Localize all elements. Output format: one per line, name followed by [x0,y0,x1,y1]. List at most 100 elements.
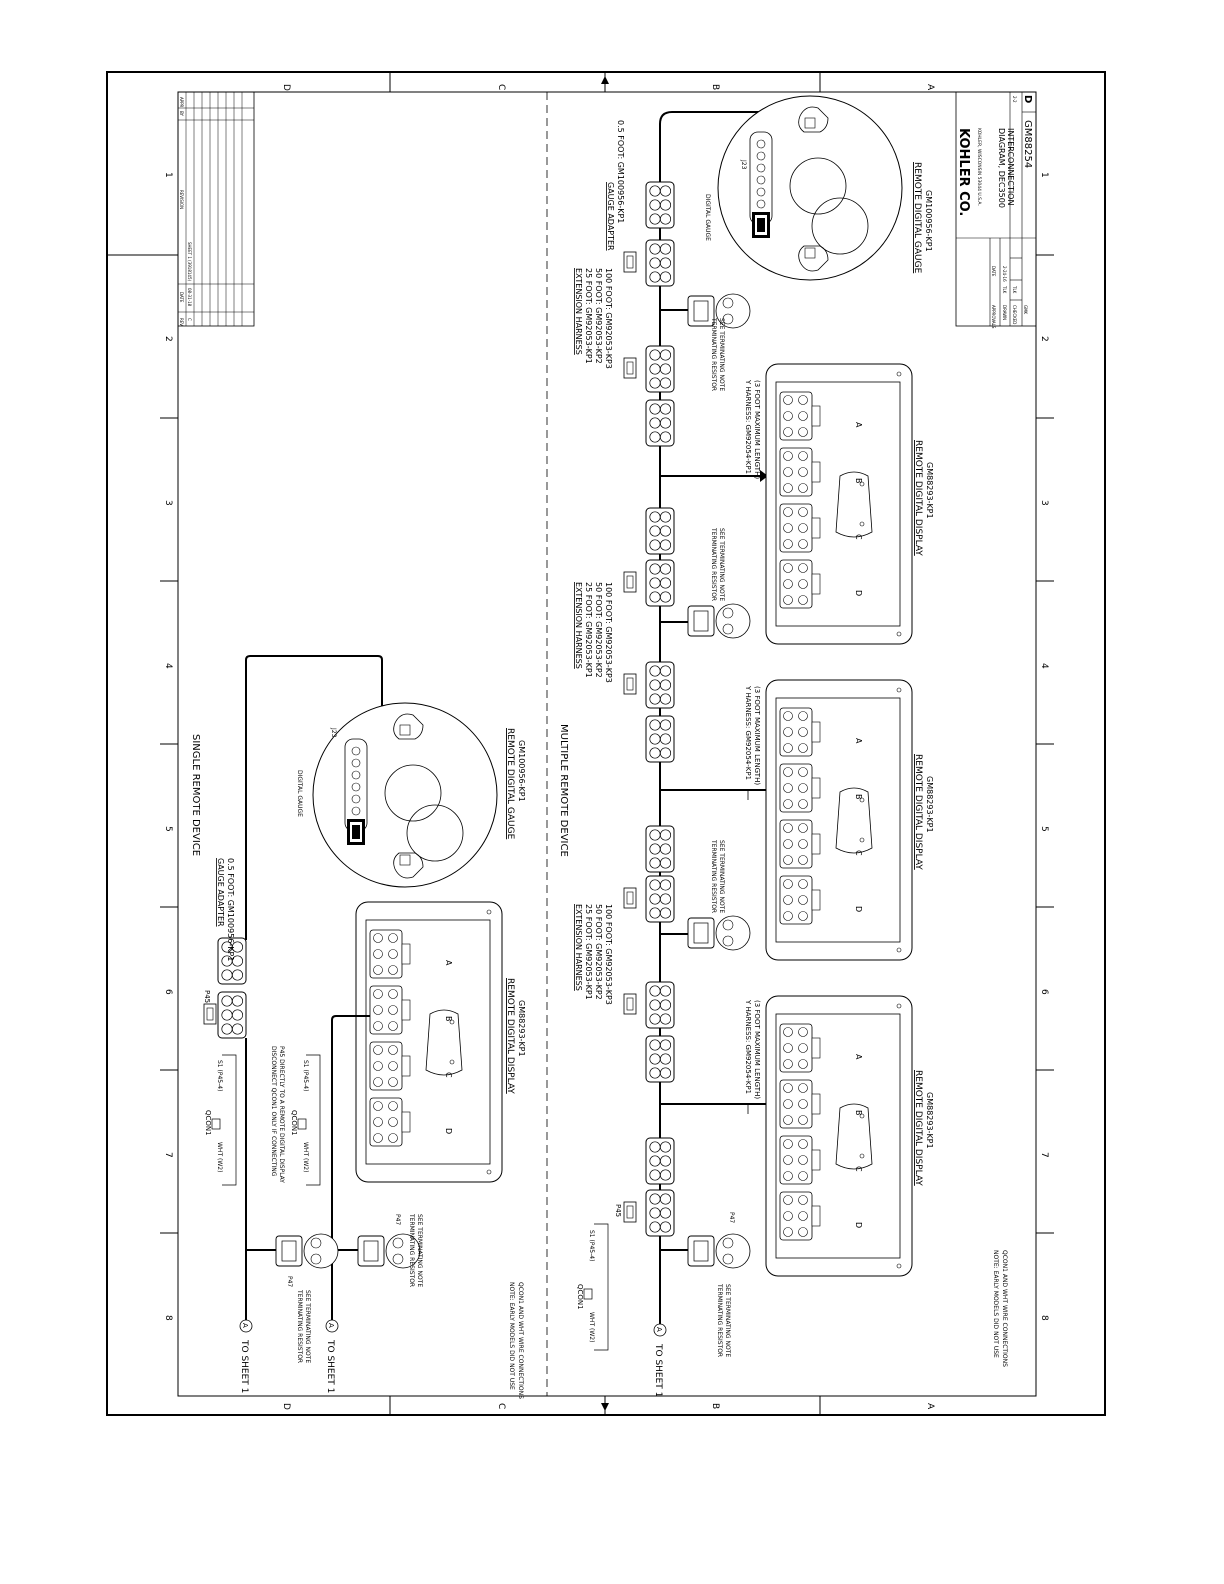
zone-top-c: C [496,84,506,90]
d1-title: REMOTE DIGITAL DISPLAY [913,440,923,556]
single-gauge-adapter-title: GAUGE ADAPTER [216,858,225,927]
single-qcon-label: QCON1 [204,1110,212,1136]
single-remote-device: SINGLE REMOTE DEVICE P45 GAUGE ADAPTER 0… [190,655,526,1399]
multiple-term-res-2b: SEE TERMINATING NOTE [718,528,725,601]
multiple-to-sheet-1: TO SHEET 1 [653,1343,663,1397]
zone-right-3: 3 [1039,500,1049,506]
ext-2-title: EXTENSION HARNESS [574,582,583,669]
p45-label: P45 [203,990,211,1003]
company-name: KOHLER CO. [956,128,971,216]
y-harness-2a: Y HARNESS: GM92054-KP1 [744,685,752,780]
d3-slot-b: B [854,1110,863,1116]
single-note-1: NOTE: EARLY MODELS DID NOT USE [508,1282,515,1390]
zone-right-4: 4 [1039,663,1049,669]
single-to-sheet-2: TO SHEET 1 [325,1339,335,1393]
drawing-number: GM88254 [1022,120,1033,168]
single-p47-label: P47 [286,1276,293,1287]
single-qcon-label-2: QCON1 [290,1110,298,1136]
ext-3-50: 50 FOOT: GM92053-KP2 [594,904,603,1000]
multiple-note-2: QCON1 AND WHT WIRE CONNECTIONS [1001,1250,1008,1367]
rev-header-by: BY [179,111,184,117]
multiple-term-res-2d: SEE TERMINATING NOTE [724,1284,731,1357]
multiple-gauge-title: REMOTE DIGITAL GAUGE [912,162,922,274]
title-block: KOHLER CO. KOHLER, WISCONSIN 53044 U.S.A… [955,91,1037,329]
single-gauge-label: DIGITAL GAUGE [296,770,303,817]
rev-header-revision: REVISION [179,190,184,209]
multiple-term-res-2a: SEE TERMINATING NOTE [718,318,725,391]
company-location: KOHLER, WISCONSIN 53044 U.S.A. [976,128,982,206]
approved-by: GMK [1023,305,1028,315]
revision-block: REV DATE REVISION BY APPR C 08-31-18 SHE… [177,91,255,327]
drawn-by: TLK [1002,285,1007,294]
d1-slot-d: D [854,590,863,596]
ext-2-25: 25 FOOT: GM92053-KP1 [584,582,593,678]
single-note-2: QCON1 AND WHT WIRE CONNECTIONS [517,1282,524,1399]
rev-row-text: SHEET 1 (3918145) [187,242,192,282]
date-label: DATE [991,266,996,277]
multiple-p45-label: P45 [614,1204,622,1217]
rev-row-rev: C [187,318,192,321]
drawing-size: D [1022,95,1033,103]
zone-bottom-a: A [925,1403,935,1410]
ext-3-25: 25 FOOT: GM92053-KP1 [584,904,593,1000]
multiple-gauge-adapter-title: GAUGE ADAPTER [606,182,615,251]
multiple-gauge-label: DIGITAL GAUGE [704,194,711,241]
y-harness-1a: Y HARNESS: GM92054-KP1 [744,379,752,474]
single-term-res-4: SEE TERMINATING NOTE [416,1214,423,1287]
zone-left-5: 5 [163,826,173,832]
zone-bottom-b: B [710,1403,720,1409]
ext-1-100: 100 FOOT: GM92053-KP3 [604,268,613,369]
single-wht-label: WHT (W2) [216,1142,223,1172]
ext-1-title: EXTENSION HARNESS [574,268,583,355]
rev-row-date: 08-31-18 [187,288,192,307]
checked-by: TLK [1012,285,1017,294]
multiple-section-title: MULTIPLE REMOTE DEVICE [558,724,569,857]
single-sheet-marker-1: A [241,1323,249,1328]
single-s1-label-2: S1 (P45-4) [302,1060,309,1091]
y-harness-2b: (3 FOOT MAXIMUM LENGTH) [753,686,761,785]
multiple-term-res-1a: TERMINATING RESISTOR [710,317,717,391]
d3-slot-d: D [854,1222,863,1228]
single-gauge-title: REMOTE DIGITAL GAUGE [505,728,515,840]
d1-slot-b: B [854,478,863,484]
multiple-gauge-adapter-part: 0.5 FOOT: GM100956-KP1 [616,120,625,223]
single-to-sheet-1: TO SHEET 1 [239,1339,249,1393]
multiple-remote-device: MULTIPLE REMOTE DEVICE GAUGE ADAPTER 0.5… [558,95,1008,1397]
approvals-label: APPROVALS [991,305,996,329]
single-p47-label-2: P47 [394,1214,401,1225]
single-disconnect-note-1: DISCONNECT QCON1 ONLY IF CONNECTING [270,1046,277,1177]
sheet-number: 2-2 [1012,96,1017,103]
ext-2-50: 50 FOOT: GM92053-KP2 [594,582,603,678]
zone-right-2: 2 [1039,336,1049,342]
rev-header-appr: APPR [179,97,184,108]
rev-header-date: DATE [179,292,184,303]
d1-slot-a: A [854,422,863,428]
single-gauge-part: GM100956-KP1 [517,740,526,802]
d2-title: REMOTE DIGITAL DISPLAY [913,754,923,870]
single-slot-c: C [444,1072,453,1078]
checked-label: CHECKED [1012,305,1017,324]
d2-slot-d: D [854,906,863,912]
single-term-res-2: SEE TERMINATING NOTE [304,1290,311,1363]
single-display-part: GM88293-KP1 [517,1000,526,1057]
multiple-term-res-2c: SEE TERMINATING NOTE [718,840,725,913]
multiple-term-res-1d: TERMINATING RESISTOR [716,1283,723,1357]
multiple-qcon-label: QCON1 [576,1284,584,1310]
zone-left-8: 8 [163,1315,173,1321]
zone-right-1: 1 [1039,172,1049,178]
multiple-p47-label: P47 [728,1212,735,1223]
multiple-wht-label: WHT (W2) [588,1312,595,1342]
zone-left-4: 4 [163,663,173,669]
multiple-gauge-part: GM100956-KP1 [924,190,933,252]
ext-1-50: 50 FOOT: GM92053-KP2 [594,268,603,364]
drawing-title-1: DIAGRAM, DEC3500 [997,128,1006,208]
single-slot-d: D [444,1128,453,1134]
d3-title: REMOTE DIGITAL DISPLAY [913,1070,923,1186]
single-display-title: REMOTE DIGITAL DISPLAY [505,978,515,1094]
single-slot-b: B [444,1016,453,1022]
d3-slot-a: A [854,1054,863,1060]
d2-slot-b: B [854,794,863,800]
multiple-note-1: NOTE: EARLY MODELS DID NOT USE [992,1250,999,1358]
zone-left-7: 7 [163,1152,173,1158]
d3-part: GM88293-KP1 [925,1092,934,1149]
